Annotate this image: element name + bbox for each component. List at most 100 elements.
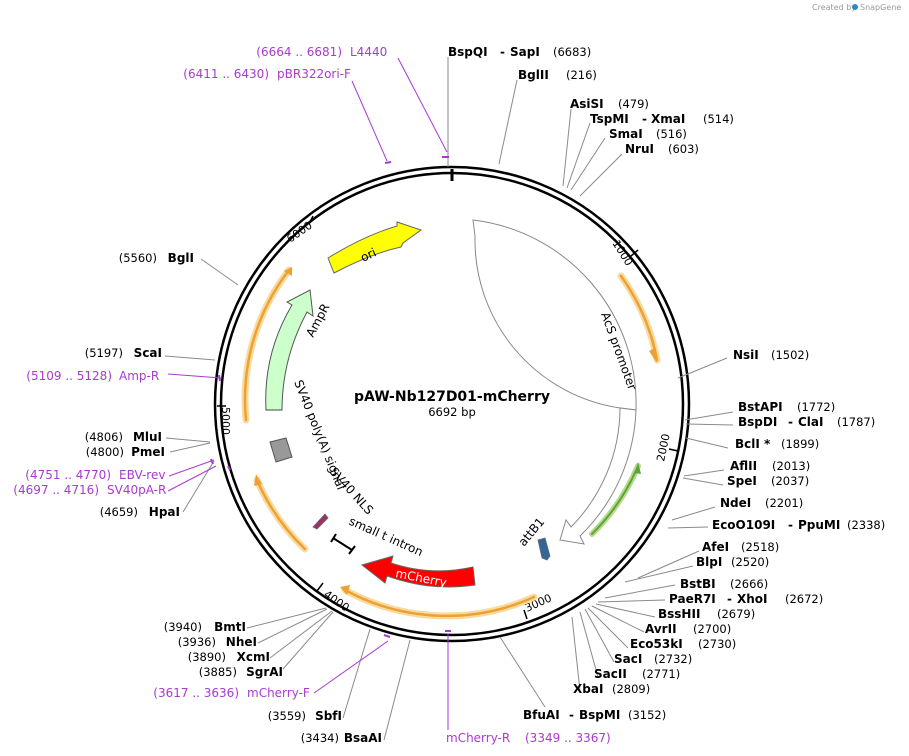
sv40-nls-feature[interactable] <box>312 513 329 530</box>
enzyme-name: BglI <box>168 251 194 265</box>
attb1-feature[interactable] <box>537 537 551 561</box>
enzyme-saci[interactable]: SacI (2732) <box>614 652 692 666</box>
enzyme-xcmi[interactable]: (3890) XcmI <box>188 650 270 664</box>
primer-ebv-rev[interactable]: (4751 .. 4770) EBV-rev <box>25 468 165 482</box>
enzyme-name: BlpI <box>696 555 722 569</box>
enzyme-tspmi-xmai[interactable]: TspMI - XmaI (514) <box>590 112 734 126</box>
enzyme-name: SacI <box>614 652 642 666</box>
enzyme-bfuai-bspmi[interactable]: BfuAI - BspMI (3152) <box>523 708 666 722</box>
enzyme-pmei[interactable]: (4800) PmeI <box>86 445 165 459</box>
enzyme-name: SmaI <box>609 127 643 141</box>
enzyme-position: (2700) <box>693 622 731 636</box>
primer-range: (6411 .. 6430) <box>183 67 269 81</box>
primer-leader-lines <box>167 57 449 730</box>
enzyme-avrii[interactable]: AvrII (2700) <box>645 622 731 636</box>
enzyme-position: (3885) <box>199 665 237 679</box>
acs-promoter-arrow[interactable] <box>559 407 637 545</box>
svg-text:-: - <box>788 415 793 429</box>
ori-label: ori <box>358 245 378 264</box>
enzyme-name: ScaI <box>134 346 162 360</box>
enzyme-name: BsaAI <box>344 731 382 745</box>
primer-name: EBV-rev <box>119 468 165 482</box>
enzyme-hpai[interactable]: (4659) HpaI <box>100 505 180 519</box>
enzyme-name: NruI <box>625 142 654 156</box>
small-t-intron-feature[interactable] <box>330 533 356 555</box>
primer-amp-r[interactable]: (5109 .. 5128) Amp-R <box>26 369 159 383</box>
primer-name: Amp-R <box>119 369 159 383</box>
enzyme-position: (3152) <box>628 708 666 722</box>
primer-sv40pa-r[interactable]: (4697 .. 4716) SV40pA-R <box>13 483 166 497</box>
enzyme-eco53ki[interactable]: Eco53kI (2730) <box>630 637 736 651</box>
primer-pbr322ori-f[interactable]: (6411 .. 6430) pBR322ori-F <box>183 67 351 81</box>
tick-mark-3000 <box>523 609 528 620</box>
enzyme-name: BfuAI <box>523 708 560 722</box>
enzyme-ecoo109i-ppumi[interactable]: EcoO109I - PpuMI (2338) <box>712 518 885 532</box>
enzyme-afei[interactable]: AfeI (2518) <box>702 540 779 554</box>
enzyme-name: AfeI <box>702 540 729 554</box>
primer-mcherry-f[interactable]: (3617 .. 3636) mCherry-F <box>153 686 310 700</box>
enzyme-name: SbfI <box>315 709 342 723</box>
enzyme-smai[interactable]: SmaI (516) <box>609 127 687 141</box>
enzyme-position: (4800) <box>86 445 124 459</box>
sv40-polya-feature[interactable] <box>269 437 293 463</box>
watermark-brand: SnapGene <box>860 3 901 12</box>
enzyme-aflii[interactable]: AflII (2013) <box>730 459 810 473</box>
primer-mcherry-r[interactable]: mCherry-R (3349 .. 3367) <box>446 731 611 745</box>
plasmid-size: 6692 bp <box>428 405 476 419</box>
enzyme-bmti[interactable]: (3940) BmtI <box>164 620 246 634</box>
ori-feature[interactable] <box>327 221 423 274</box>
enzyme-bgli[interactable]: (5560) BglI <box>119 251 194 265</box>
enzyme-position: (2201) <box>765 496 803 510</box>
enzyme-bsshii[interactable]: BssHII (2679) <box>658 607 755 621</box>
mcherry-feature[interactable] <box>360 555 476 588</box>
watermark-prefix: Created by <box>812 3 856 12</box>
orf-arcs <box>241 266 661 620</box>
enzyme-position: (1772) <box>797 400 835 414</box>
svg-text:-: - <box>788 518 793 532</box>
enzyme-name: SacII <box>594 667 627 681</box>
primer-range: (4751 .. 4770) <box>25 468 111 482</box>
enzyme-scai[interactable]: (5197) ScaI <box>85 346 162 360</box>
enzyme-blpi[interactable]: BlpI (2520) <box>696 555 769 569</box>
enzyme-name-2: SapI <box>510 45 540 59</box>
enzyme-position: (2013) <box>772 459 810 473</box>
enzyme-position: (3559) <box>268 709 306 723</box>
enzyme-sbfi[interactable]: (3559) SbfI <box>268 709 342 723</box>
enzyme-ndei[interactable]: NdeI (2201) <box>720 496 803 510</box>
enzyme-name: BclI <box>735 437 760 451</box>
enzyme-nrui[interactable]: NruI (603) <box>625 142 699 156</box>
enzyme-name: BspDI <box>738 415 777 429</box>
enzyme-name: TspMI <box>590 112 629 126</box>
enzyme-bspdi-clai[interactable]: BspDI - ClaI (1787) <box>738 415 875 429</box>
enzyme-bglii[interactable]: BglII (216) <box>518 68 597 82</box>
enzyme-asisi[interactable]: AsiSI (479) <box>570 97 649 111</box>
enzyme-bcli[interactable]: BclI * (1899) <box>735 437 819 451</box>
tick-mark-6000 <box>308 215 314 225</box>
primer-l4440[interactable]: (6664 .. 6681) L4440 <box>256 45 387 59</box>
enzyme-spei[interactable]: SpeI (2037) <box>727 474 809 488</box>
primer-range: (3617 .. 3636) <box>153 686 239 700</box>
enzyme-position: (6683) <box>553 45 591 59</box>
enzyme-name: AflII <box>730 459 757 473</box>
svg-text:-: - <box>500 45 505 59</box>
enzyme-name-2: ClaI <box>798 415 823 429</box>
enzyme-sacii[interactable]: SacII (2771) <box>594 667 680 681</box>
enzyme-bstbi[interactable]: BstBI (2666) <box>680 577 768 591</box>
enzyme-mlui[interactable]: (4806) MluI <box>85 430 162 444</box>
enzyme-name: Eco53kI <box>630 637 683 651</box>
primer-range: (5109 .. 5128) <box>26 369 112 383</box>
enzyme-bspqi-sapi[interactable]: BspQI - SapI (6683) <box>448 45 591 59</box>
tick-label-1000: 1000 <box>609 238 635 269</box>
enzyme-position: (216) <box>566 68 597 82</box>
enzyme-xbai[interactable]: XbaI (2809) <box>573 682 650 696</box>
enzyme-nhei[interactable]: (3936) NheI <box>178 635 257 649</box>
enzyme-name-2: XmaI <box>651 112 685 126</box>
enzyme-nsii[interactable]: NsiI (1502) <box>733 348 809 362</box>
enzyme-paer7i-xhoi[interactable]: PaeR7I - XhoI (2672) <box>669 592 823 606</box>
ampr-feature[interactable] <box>265 289 314 411</box>
enzyme-bsaai[interactable]: (3434) BsaAI <box>301 731 382 745</box>
enzyme-bstapi[interactable]: BstAPI (1772) <box>738 400 835 414</box>
primer-range: (4697 .. 4716) <box>13 483 99 497</box>
enzyme-sgrai[interactable]: (3885) SgrAI <box>199 665 283 679</box>
